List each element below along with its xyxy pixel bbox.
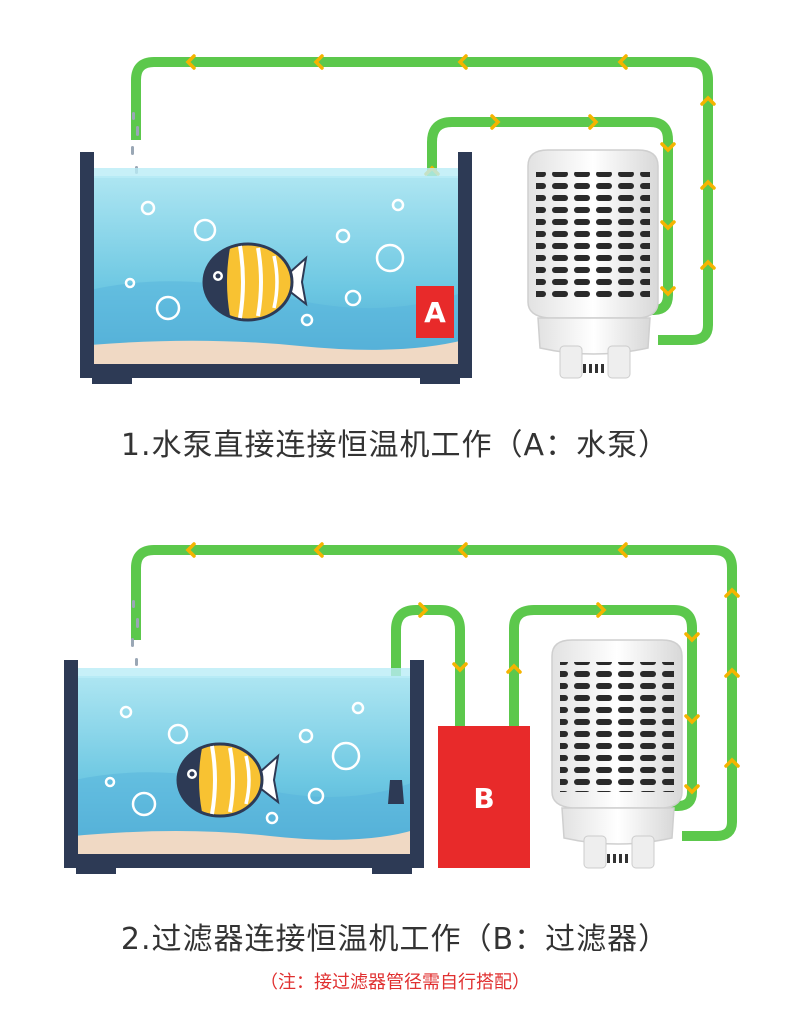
diagram-panel-2: B 2.过滤器连接恒温机工作（B：过滤器） （注：接过滤器管径需自行搭配） bbox=[0, 500, 790, 1036]
aquarium-tank bbox=[64, 660, 424, 874]
setup-illustration-1: A bbox=[80, 54, 716, 384]
return-pipe bbox=[131, 545, 737, 841]
bubbles bbox=[104, 701, 365, 825]
setup-illustration-2: B bbox=[64, 542, 740, 874]
fish bbox=[202, 242, 308, 322]
chiller-unit bbox=[527, 149, 659, 379]
aquarium-tank bbox=[80, 152, 472, 384]
pump-label: A bbox=[424, 296, 446, 329]
caption-2: 2.过滤器连接恒温机工作（B：过滤器） bbox=[120, 922, 670, 957]
diagram-panel-1: A 1.水泵直接连接恒温机工作（A：水泵） bbox=[0, 0, 790, 500]
water-pump-box bbox=[416, 286, 454, 338]
note-text: （注：接过滤器管径需自行搭配） bbox=[260, 972, 530, 993]
filter-box bbox=[438, 726, 530, 868]
filter-to-chiller-pipe bbox=[509, 605, 697, 811]
supply-pipe bbox=[427, 117, 673, 315]
bubbles bbox=[124, 198, 405, 327]
caption-1: 1.水泵直接连接恒温机工作（A：水泵） bbox=[120, 428, 670, 463]
flow-arrows bbox=[185, 542, 740, 795]
return-pipe bbox=[131, 57, 713, 345]
filter-label: B bbox=[473, 782, 494, 815]
fish bbox=[176, 742, 280, 818]
chiller-unit bbox=[551, 639, 683, 869]
